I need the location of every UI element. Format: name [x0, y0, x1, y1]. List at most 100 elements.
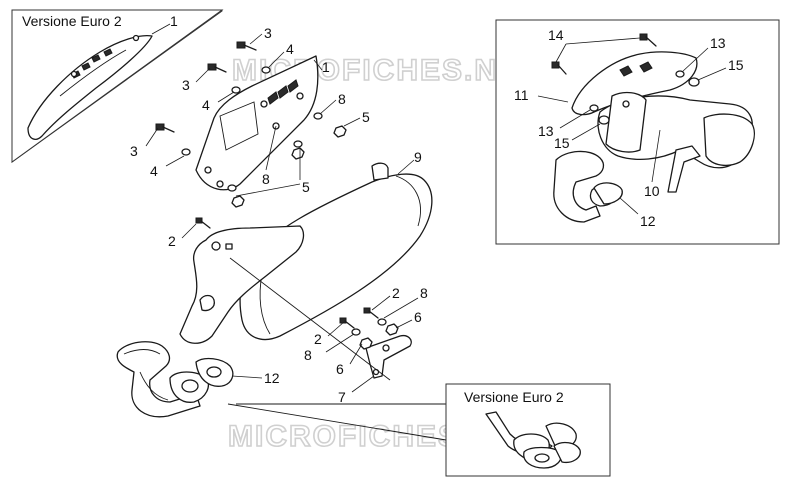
bracket-hole	[211, 241, 221, 251]
callout-8: 8	[420, 285, 428, 301]
nut-icon	[359, 337, 373, 350]
shield-hole	[70, 70, 78, 78]
washer-icon	[675, 70, 685, 78]
inset-label-bottom-right: Versione Euro 2	[464, 389, 564, 405]
euro2-gasket	[553, 441, 581, 464]
heat-shield-vents	[267, 79, 299, 105]
screw-icon	[639, 33, 657, 47]
flange-port	[181, 379, 199, 393]
screw-icon	[195, 217, 211, 229]
screw-icon	[155, 123, 175, 133]
muffler-end-cap	[395, 175, 421, 227]
callout-1: 1	[322, 59, 330, 75]
lower-bracket	[365, 334, 412, 379]
bracket-hole	[382, 344, 390, 352]
shield-ridge	[59, 49, 127, 97]
washer-icon	[313, 112, 323, 120]
washer-icon	[261, 66, 271, 74]
washer-icon	[231, 86, 241, 94]
callout-14: 14	[548, 27, 564, 43]
leader-line	[151, 23, 171, 35]
callout-12: 12	[640, 213, 656, 229]
euro2-heat-shield	[27, 34, 153, 140]
washer-icon	[688, 77, 700, 87]
callout-6: 6	[336, 361, 344, 377]
inset-label-top-left: Versione Euro 2	[22, 13, 122, 29]
inset-euro2-pipe: Versione Euro 2	[445, 383, 611, 477]
shield-hole	[260, 100, 268, 108]
heat-shield-label-plate	[219, 101, 259, 151]
callout-5: 5	[302, 179, 310, 195]
screw-icon	[207, 63, 227, 73]
inset-connector	[227, 403, 447, 441]
callout-12: 12	[264, 370, 280, 386]
washer-icon	[598, 115, 610, 125]
inset-alternate-muffler: 14 13 15 11 13 15 10 12	[495, 19, 780, 245]
alt-heat-shield	[571, 51, 698, 116]
screw-icon	[339, 317, 355, 329]
screw-icon	[551, 61, 567, 75]
bracket-hole	[622, 100, 630, 108]
callout-8: 8	[262, 171, 270, 187]
euro2-flange-port	[534, 453, 550, 463]
nut-icon	[291, 147, 305, 160]
screw-icon	[236, 41, 257, 51]
callout-9: 9	[414, 149, 422, 165]
washer-icon	[181, 148, 191, 156]
callout-10: 10	[644, 183, 660, 199]
gasket-port	[206, 366, 222, 378]
alt-gasket	[593, 182, 623, 205]
alt-hanger	[667, 145, 701, 193]
bracket-slot	[225, 243, 233, 250]
heat-shield-assembly: 3 4 3 4 1 8 5 3 4 8 5	[130, 25, 370, 208]
washer-icon	[351, 328, 361, 336]
nut-icon	[231, 195, 245, 208]
callout-3: 3	[182, 77, 190, 93]
callout-8: 8	[304, 347, 312, 363]
callout-4: 4	[286, 41, 294, 57]
shield-hole	[296, 92, 304, 100]
bracket-hole	[199, 294, 215, 312]
callout-1-inset: 1	[170, 13, 178, 29]
callout-13: 13	[710, 35, 726, 51]
callout-3: 3	[130, 143, 138, 159]
shield-hole	[132, 34, 140, 42]
shield-hole	[216, 180, 224, 188]
callout-6: 6	[414, 309, 422, 325]
callout-4: 4	[202, 97, 210, 113]
nut-icon	[333, 125, 347, 138]
callout-5: 5	[362, 109, 370, 125]
callout-13: 13	[538, 123, 554, 139]
exhaust-pipe	[116, 341, 201, 418]
callout-15: 15	[554, 135, 570, 151]
washer-icon	[377, 318, 387, 326]
callout-8: 8	[338, 91, 346, 107]
alt-shield-vents	[619, 61, 653, 77]
inset-box-top-left	[11, 9, 224, 163]
alt-muffler-canister	[703, 113, 755, 167]
nut-icon	[385, 323, 399, 336]
callout-2: 2	[392, 285, 400, 301]
muffler-outlet	[371, 162, 389, 181]
callout-2: 2	[168, 233, 176, 249]
washer-icon	[227, 184, 237, 192]
washer-icon	[293, 140, 303, 148]
alt-exhaust-pipe	[553, 150, 605, 223]
muffler-body	[239, 173, 433, 341]
callout-4: 4	[150, 163, 158, 179]
alt-muffler-bracket	[605, 91, 647, 153]
screw-icon	[363, 307, 379, 319]
callout-3: 3	[264, 25, 272, 41]
pipe-contour	[139, 371, 169, 401]
muffler-assembly: 9 2 12	[116, 149, 447, 441]
callout-2: 2	[314, 331, 322, 347]
callout-7: 7	[338, 389, 346, 405]
washer-icon	[589, 104, 599, 112]
inset-euro2-heat-shield: Versione Euro 2 1	[11, 9, 224, 163]
muffler-mounting-bracket	[179, 225, 305, 344]
callout-11: 11	[514, 87, 529, 103]
callout-15: 15	[728, 57, 744, 73]
assembly-axis-line	[229, 257, 391, 381]
